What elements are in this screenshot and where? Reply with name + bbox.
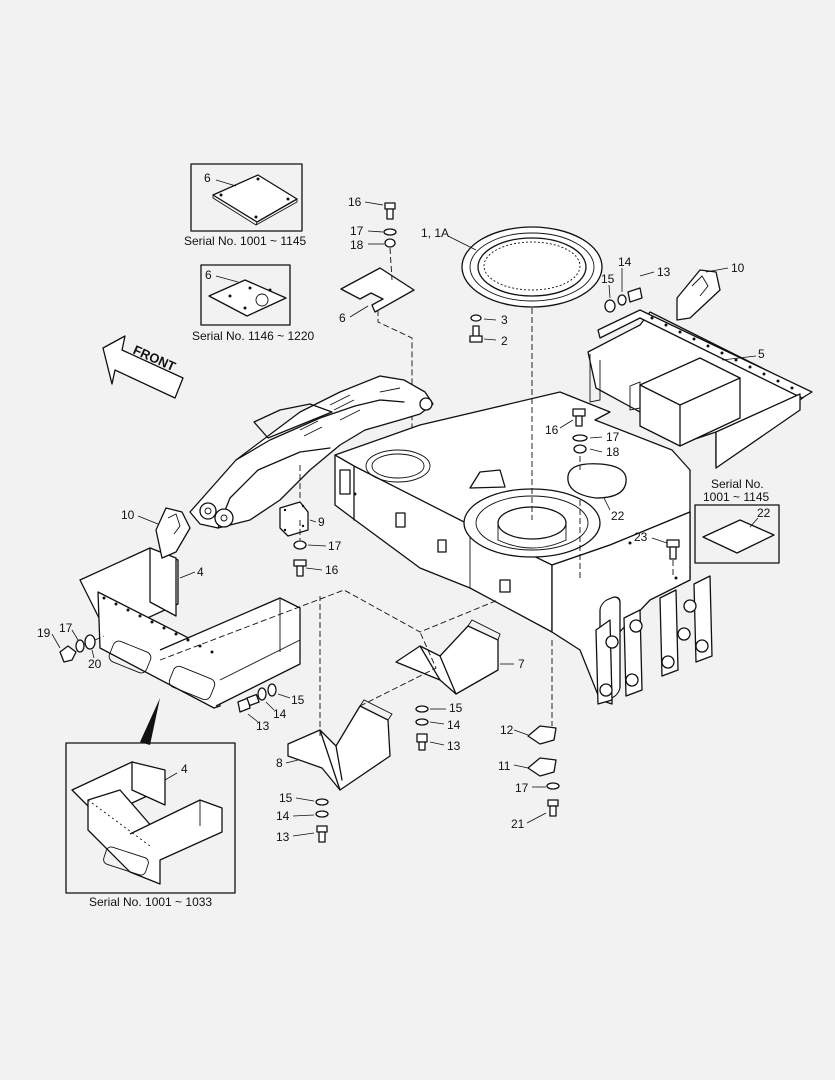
serial-note: 1001 ~ 1145 — [703, 490, 770, 504]
callout-22: 22 — [757, 506, 771, 520]
callout-17: 17 — [606, 430, 620, 444]
pointer-arrow — [140, 698, 160, 745]
bracket-10-right: 10 15 14 13 — [601, 255, 745, 321]
inset-serial-1001-1145-right: 22 Serial No. 1001 ~ 1145 — [651, 477, 780, 564]
callout-22: 22 — [611, 509, 625, 523]
callout-6: 6 — [204, 171, 211, 185]
serial-note: Serial No. 1001 ~ 1033 — [89, 895, 212, 909]
bolt-stack-lower: 15 14 13 — [276, 791, 329, 844]
serial-note: Serial No. — [711, 477, 764, 491]
callout-18: 18 — [606, 445, 620, 459]
inset-serial-1001-1145-top: 6 Serial No. 1001 ~ 1145 — [184, 163, 307, 248]
bolt-stack-center: 15 14 13 — [415, 701, 463, 753]
callout-20: 20 — [88, 657, 102, 671]
callout-14: 14 — [273, 707, 287, 721]
assembly-guide-lines — [159, 520, 499, 736]
bearing-bolt-stack: 3 2 — [469, 313, 508, 348]
callout-10: 10 — [121, 508, 135, 522]
callout-17: 17 — [350, 224, 364, 238]
callout-15: 15 — [291, 693, 305, 707]
callout-16: 16 — [325, 563, 339, 577]
cover-9-group: 9 17 16 — [279, 465, 342, 577]
callout-17: 17 — [328, 539, 342, 553]
callout-21: 21 — [511, 817, 525, 831]
inset-serial-1001-1033: 4 Serial No. 1001 ~ 1033 — [65, 698, 236, 909]
callout-3: 3 — [501, 313, 508, 327]
callout-10: 10 — [731, 261, 745, 275]
callout-2: 2 — [501, 334, 508, 348]
under-cover-8: 8 — [276, 699, 393, 791]
callout-14: 14 — [276, 809, 290, 823]
callout-6: 6 — [339, 311, 346, 325]
callout-16: 16 — [348, 195, 362, 209]
counterweight-lugs — [595, 575, 713, 705]
cover-22-group: 16 17 18 22 — [545, 408, 627, 580]
callout-16: 16 — [545, 423, 559, 437]
callout-13: 13 — [256, 719, 270, 733]
inset-serial-1146-1220: 6 Serial No. 1146 ~ 1220 — [192, 264, 315, 343]
bolt-23: 23 — [634, 530, 680, 578]
callout-13: 13 — [276, 830, 290, 844]
bracket-10-left: 10 — [121, 507, 191, 559]
callout-5: 5 — [758, 347, 765, 361]
callout-9: 9 — [318, 515, 325, 529]
callout-4: 4 — [181, 762, 188, 776]
callout-15: 15 — [279, 791, 293, 805]
top-cover-group: 16 17 18 6 — [339, 195, 415, 445]
callout-8: 8 — [276, 756, 283, 770]
callout-7: 7 — [518, 657, 525, 671]
callout-12: 12 — [500, 723, 514, 737]
swing-bearing: 1, 1A — [421, 226, 603, 308]
under-cover-7: 7 — [395, 619, 525, 695]
bolt-group-left-lower: 15 14 13 — [237, 683, 305, 733]
callout-15: 15 — [601, 272, 615, 286]
serial-note: Serial No. 1001 ~ 1145 — [184, 234, 307, 248]
callout-17: 17 — [59, 621, 73, 635]
callout-23: 23 — [634, 530, 648, 544]
callout-19: 19 — [37, 626, 51, 640]
callout-6: 6 — [205, 268, 212, 282]
callout-14: 14 — [618, 255, 632, 269]
callout-17: 17 — [515, 781, 529, 795]
callout-15: 15 — [449, 701, 463, 715]
callout-11: 11 — [498, 759, 511, 773]
cover-plate-stack: 12 11 17 21 — [498, 640, 560, 831]
callout-1-1A: 1, 1A — [421, 226, 449, 240]
callout-18: 18 — [350, 238, 364, 252]
front-direction-arrow: FRONT — [102, 335, 184, 399]
side-cover-5: 5 — [587, 309, 813, 469]
callout-4: 4 — [197, 565, 204, 579]
callout-13: 13 — [657, 265, 671, 279]
wing-bolt-group: 19 17 20 — [37, 621, 105, 671]
callout-13: 13 — [447, 739, 461, 753]
serial-note: Serial No. 1146 ~ 1220 — [192, 329, 315, 343]
callout-14: 14 — [447, 718, 461, 732]
side-cover-4: 4 — [79, 547, 301, 709]
